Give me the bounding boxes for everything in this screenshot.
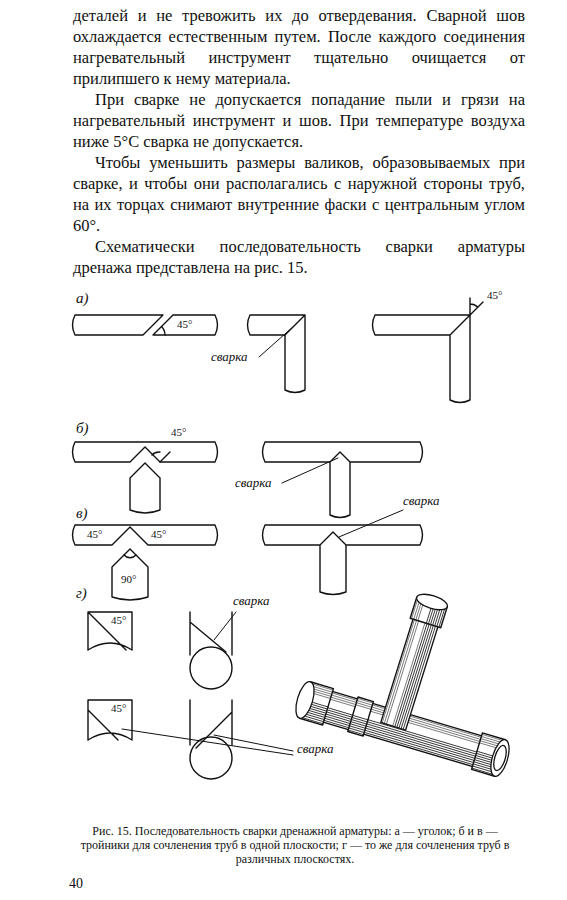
body-paragraph: Схематически последовательность сварки а… (73, 236, 525, 278)
pipe-end (415, 591, 449, 613)
weld-callout: сварка (402, 494, 441, 509)
tee-row-v (73, 525, 423, 600)
hatch-stroke (351, 722, 366, 727)
weld-callout: сварка (210, 350, 249, 365)
pipe-collar (348, 697, 374, 736)
hatch-stroke (358, 698, 373, 703)
pipe-outline (373, 315, 471, 403)
pipe-outline (88, 700, 132, 740)
angle-dimension: 45° (150, 528, 167, 541)
angle-dimension: 45° (170, 426, 187, 439)
pipe-outline (248, 315, 306, 393)
corner-row-a (73, 298, 484, 403)
pipe-outline (112, 549, 148, 600)
angle-dimension: 90° (120, 573, 137, 586)
tee-row-b (73, 442, 423, 518)
angle-dimension: 45° (486, 289, 503, 302)
figure-part-letter: в) (75, 505, 89, 522)
figure-part-letter: г) (75, 585, 88, 602)
pipe-end (487, 738, 512, 779)
weld-callout: сварка (234, 476, 273, 491)
hatch-stroke (352, 717, 367, 722)
hatch-stroke (353, 715, 368, 720)
leader-line (282, 458, 338, 483)
body-paragraph: При сварке не допускается попадание пыли… (73, 89, 525, 152)
leader-line (259, 326, 294, 357)
isometric-tee-illustration (292, 591, 512, 778)
leader-lines (122, 326, 403, 755)
pipe-outline (73, 315, 164, 335)
hatch-stroke (356, 703, 371, 708)
angle-dimension: 45° (176, 318, 193, 331)
pipe-outline (73, 525, 218, 545)
pipe-outline (88, 612, 132, 650)
weld-callout: сварка (232, 594, 271, 609)
body-text: деталей и не тревожить их до отвердевани… (73, 5, 525, 278)
page-number: 40 (68, 876, 84, 892)
pipe-outline (162, 327, 166, 336)
angle-dimension: 45° (86, 528, 103, 541)
hatch-stroke (349, 726, 364, 731)
figure-part-letter: а) (75, 290, 90, 307)
pipe-outline (470, 298, 483, 315)
leader-line (339, 510, 403, 537)
hatch-stroke (356, 705, 371, 710)
pipe-outline (190, 737, 232, 779)
hatch-stroke (357, 701, 372, 706)
angle-dimension: 45° (110, 614, 127, 627)
leader-line (122, 729, 293, 755)
hatch-stroke (348, 730, 363, 735)
pipe-end (292, 680, 317, 721)
pipe-outline (190, 612, 232, 655)
pipe-hatching (348, 698, 373, 734)
tee-row-g-views (88, 612, 232, 779)
body-paragraph: Чтобы уменьшить размеры валиков, образов… (73, 152, 525, 236)
leader-line (214, 612, 236, 640)
pipe-outline (124, 555, 136, 558)
hatch-stroke (349, 728, 364, 733)
pipe-outline (263, 442, 423, 518)
pipe-bore (491, 744, 508, 772)
figure-caption: Рис. 15. Последовательность сварки дрена… (70, 824, 520, 866)
figure-part-letter: б) (75, 420, 90, 437)
pipe-outline (153, 315, 218, 335)
hatch-stroke (351, 720, 366, 725)
body-paragraph: деталей и не тревожить их до отвердевани… (73, 5, 525, 89)
hatch-stroke (350, 724, 365, 729)
pipe-outline (152, 452, 170, 462)
weld-callout: сварка (296, 742, 335, 757)
pipe-outline (190, 647, 232, 689)
pipe-outline (73, 442, 218, 462)
angle-dimension: 45° (110, 702, 127, 715)
pipe-outline (130, 463, 160, 513)
